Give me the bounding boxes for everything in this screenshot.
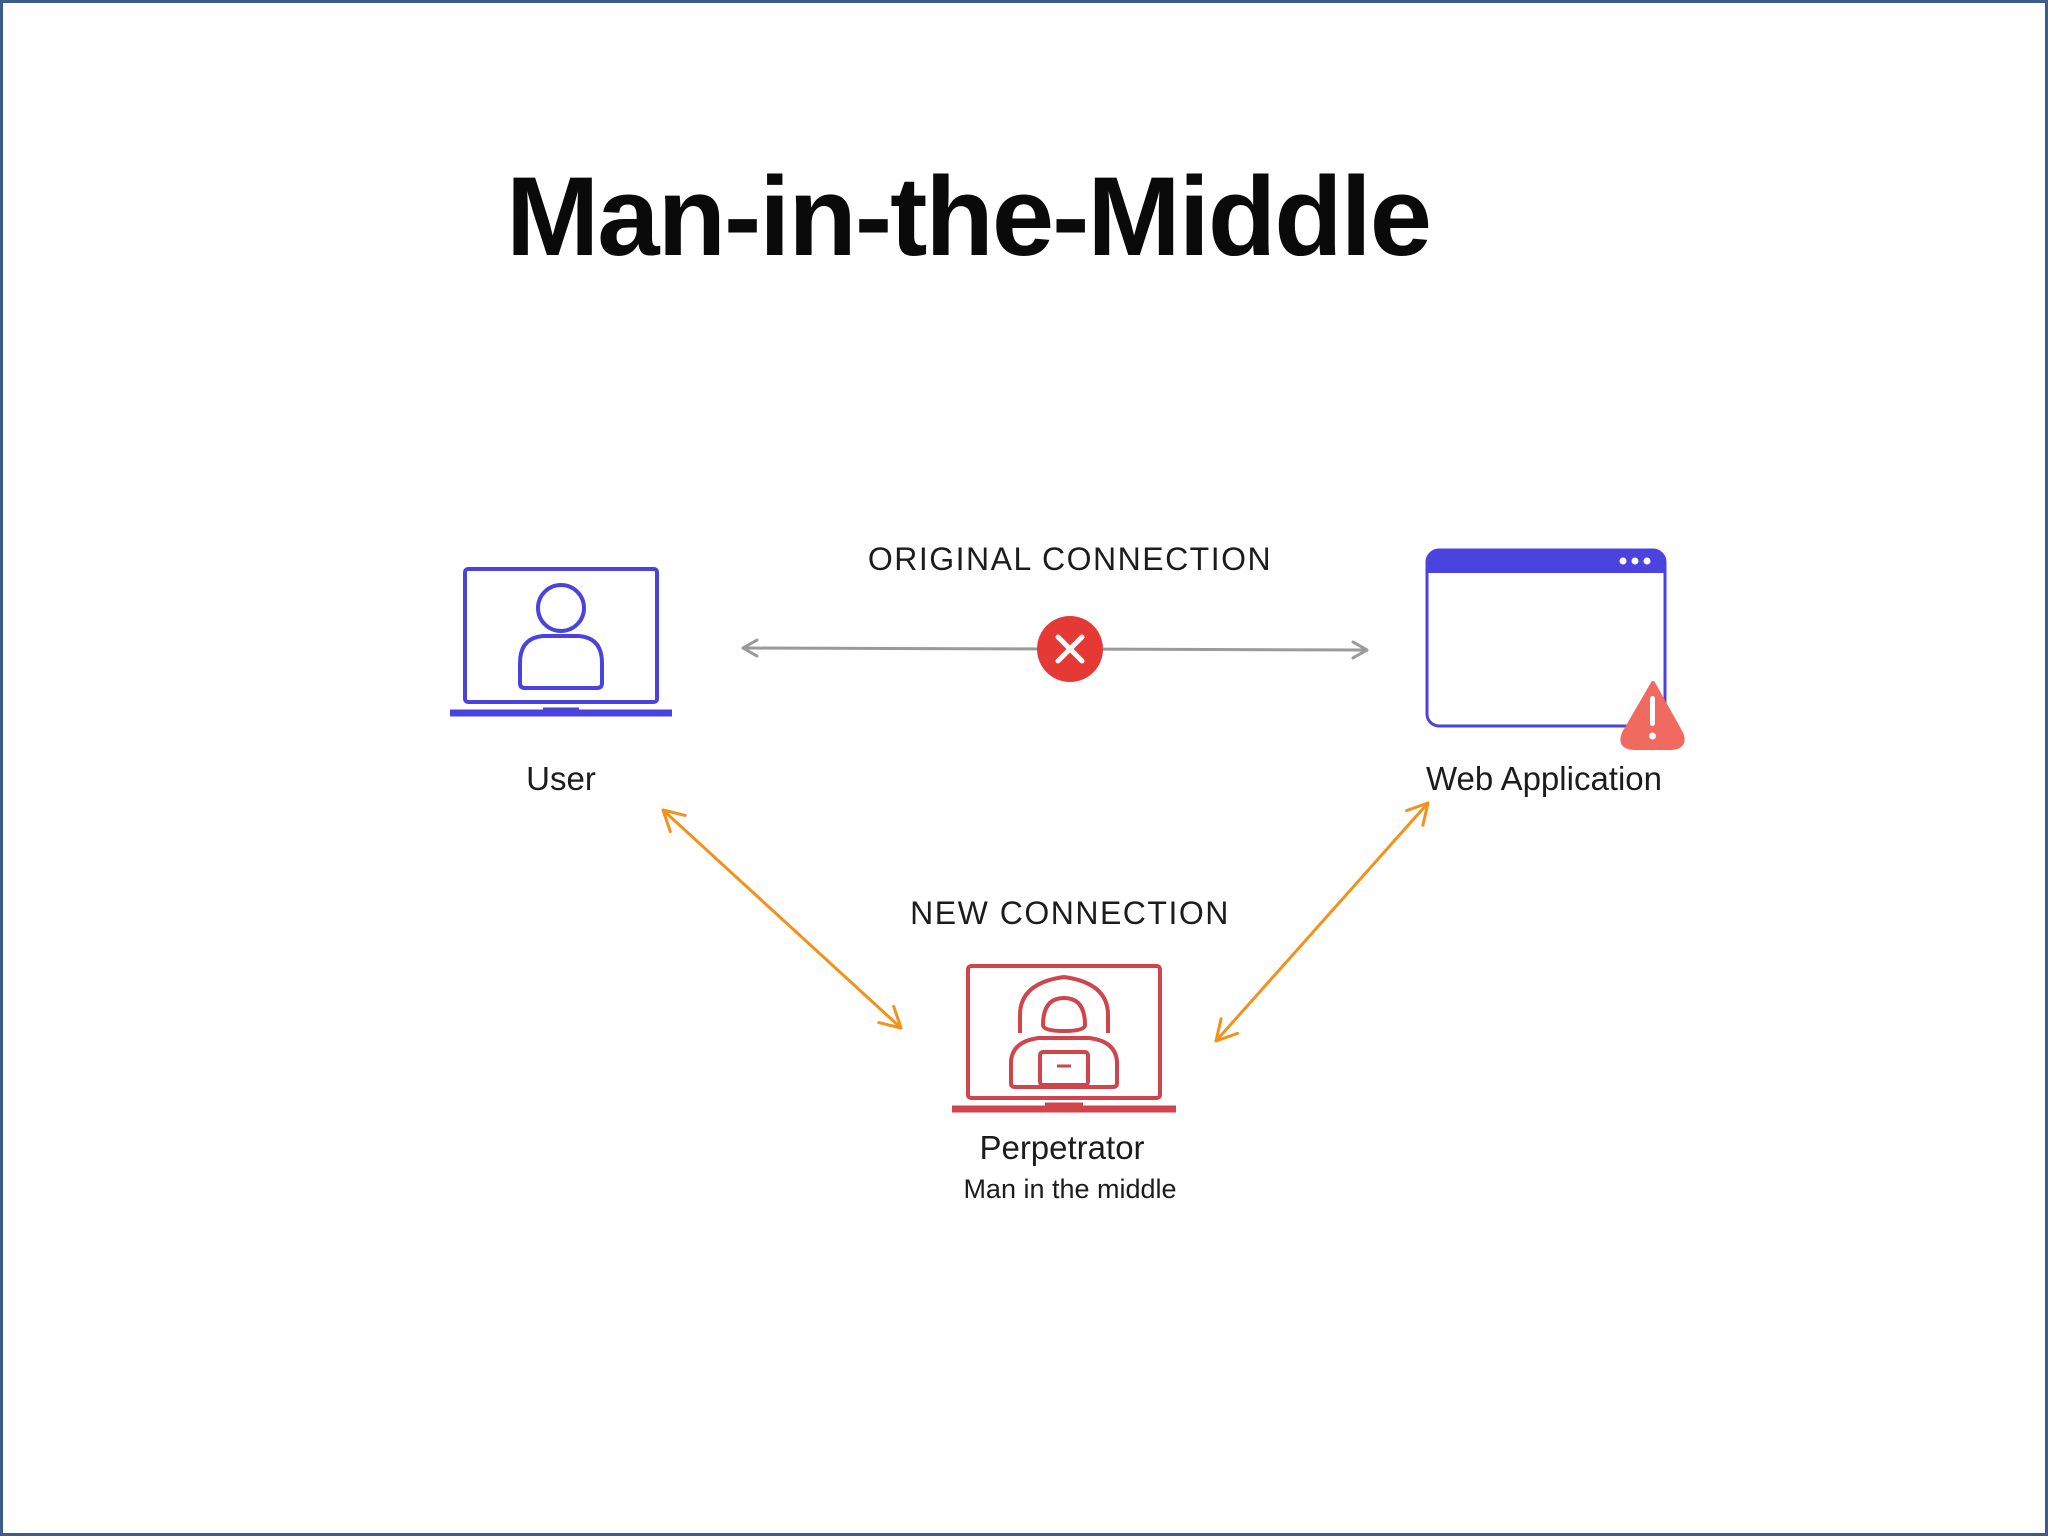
user-label: User	[526, 760, 596, 797]
web-application-label: Web Application	[1426, 760, 1662, 797]
browser-window-icon	[1425, 548, 1667, 728]
perpetrator-label: Perpetrator	[979, 1129, 1144, 1166]
original-connection-label: ORIGINAL CONNECTION	[868, 541, 1272, 577]
user-perpetrator-arrow	[661, 808, 903, 1030]
user-laptop-icon	[450, 567, 672, 717]
mitm-diagram: ORIGINAL CONNECTION User	[450, 541, 1685, 1204]
new-connection-label: NEW CONNECTION	[910, 895, 1230, 931]
blocked-x-icon	[1037, 616, 1103, 682]
perpetrator-sublabel: Man in the middle	[963, 1174, 1176, 1204]
page-title: Man-in-the-Middle	[506, 154, 1432, 279]
perpetrator-webapp-arrow	[1214, 801, 1430, 1043]
warning-icon	[1620, 681, 1685, 750]
hacker-laptop-icon	[952, 964, 1176, 1113]
